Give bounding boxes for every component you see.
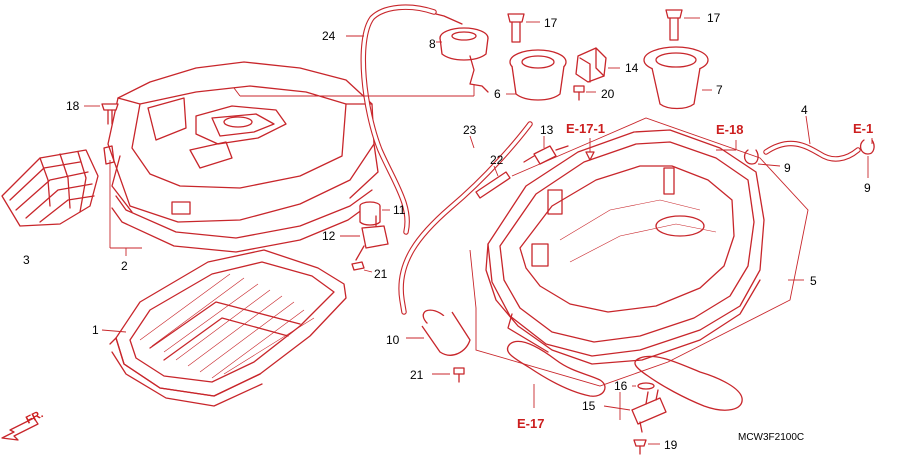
label-part-6: 6: [494, 87, 501, 101]
bolt-part-20: [573, 85, 585, 101]
label-part-19: 19: [664, 438, 678, 452]
bolt-part-18: [101, 103, 119, 125]
front-arrow-icon: [1, 417, 39, 441]
screw-part-21-upper: [351, 261, 365, 271]
air-cleaner-cover-part-2: [103, 61, 379, 253]
air-filter-part-1: [109, 249, 347, 407]
sensor-part-14: [575, 47, 607, 83]
screw-part-21-lower: [453, 367, 465, 383]
front-label: FR.: [24, 408, 45, 427]
insulator-part-6: [509, 49, 567, 101]
air-cleaner-case-part-5: [485, 129, 765, 365]
label-part-16: 16: [614, 379, 628, 393]
label-part-15: 15: [582, 399, 596, 413]
oring-part-16: [637, 382, 655, 390]
reference-arrow-e18: [716, 140, 737, 151]
label-part-22: 22: [490, 153, 504, 167]
label-part-4: 4: [801, 103, 808, 117]
insulator-part-7: [643, 46, 709, 110]
ref-e-18: E-18: [716, 122, 743, 137]
clamp-part-9-right: [859, 139, 875, 155]
label-part-2: 2: [121, 259, 128, 273]
label-part-11: 11: [393, 203, 406, 217]
breather-tube-part-24: [360, 4, 437, 235]
bolt-part-17-right: [665, 9, 683, 41]
cap-part-11: [359, 201, 381, 226]
label-part-5: 5: [810, 274, 817, 288]
label-part-17-left: 17: [544, 16, 558, 30]
gasket-right-loop: [634, 355, 743, 411]
bolt-part-19: [633, 439, 647, 455]
clamp-part-9-left: [743, 149, 759, 165]
joint-part-13: [523, 145, 569, 165]
label-part-14: 14: [625, 61, 639, 75]
ref-e-1: E-1: [853, 121, 873, 136]
tube-part-23: [398, 121, 533, 315]
ref-e-17: E-17: [517, 416, 544, 431]
label-part-13: 13: [540, 123, 554, 137]
label-part-9-right: 9: [864, 181, 871, 195]
ref-e-17-1: E-17-1: [566, 121, 605, 136]
label-part-10: 10: [386, 333, 400, 347]
sensor-part-15: [631, 389, 667, 433]
label-part-18: 18: [66, 99, 80, 113]
label-part-24: 24: [322, 29, 336, 43]
reference-arrow-e17-1: [585, 138, 595, 161]
label-part-1: 1: [92, 323, 99, 337]
rod-part-22: [475, 171, 511, 199]
label-part-23: 23: [463, 123, 477, 137]
bolt-part-17-left: [507, 13, 525, 43]
air-duct-part-3: [1, 149, 99, 227]
drawing-code: MCW3F2100C: [738, 432, 804, 443]
gasket-left-loop: [506, 340, 606, 397]
label-part-12: 12: [322, 229, 336, 243]
label-part-8: 8: [429, 37, 436, 51]
label-part-17-right: 17: [707, 11, 721, 25]
label-part-9-left: 9: [784, 161, 791, 175]
valve-part-8: [435, 13, 489, 93]
hose-part-4: [763, 140, 861, 162]
label-part-3: 3: [23, 253, 30, 267]
filter-cup-part-10: [421, 309, 471, 356]
sensor-part-12: [355, 215, 389, 261]
label-part-21-lower: 21: [410, 368, 424, 382]
label-part-21-upper: 21: [374, 267, 388, 281]
label-part-7: 7: [716, 83, 723, 97]
label-part-20: 20: [601, 87, 615, 101]
